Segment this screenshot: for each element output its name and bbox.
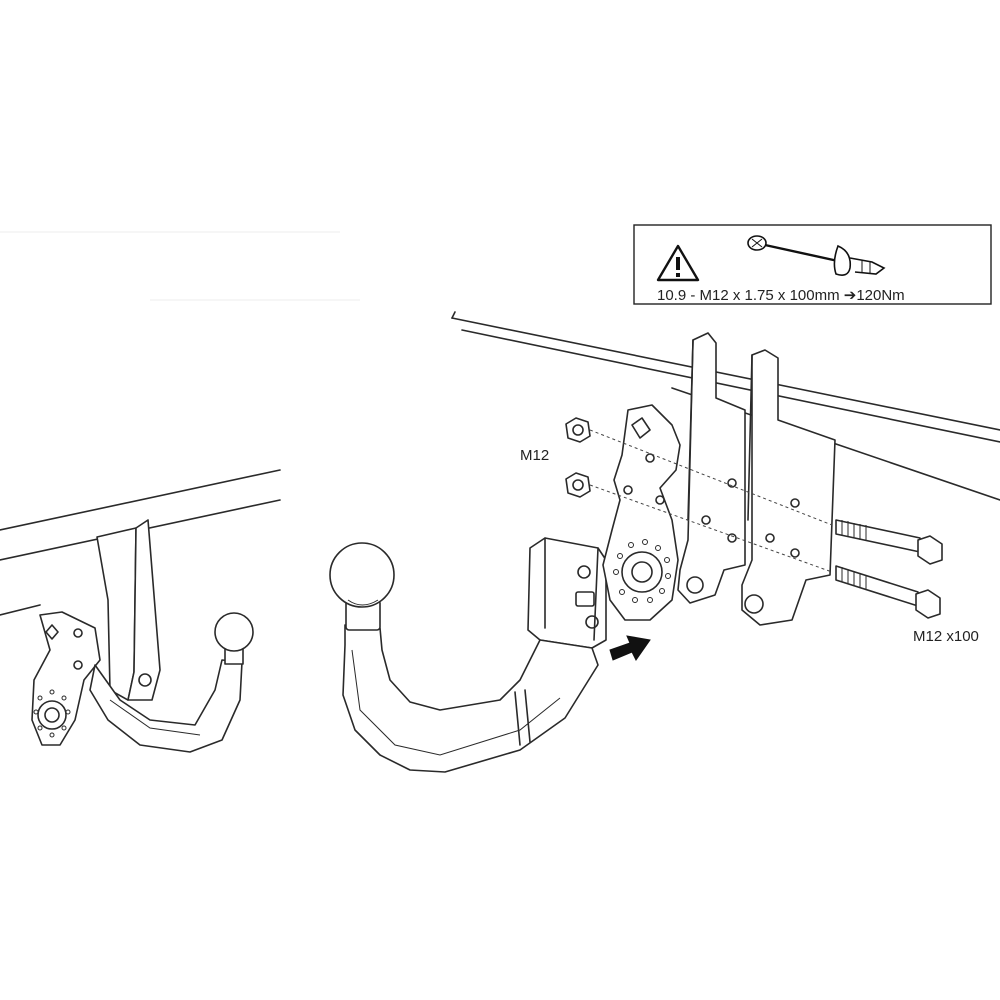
- warning-triangle-icon: [656, 244, 700, 282]
- m12-bolt-bottom: [835, 565, 941, 619]
- detachable-towbar-arm: [329, 537, 607, 773]
- tow-ball: [329, 542, 395, 608]
- mounting-bracket-inner: [677, 332, 746, 604]
- left-towbar-arm: [89, 659, 243, 753]
- torque-wrench-icon: [747, 235, 886, 276]
- direction-arrow-icon: [609, 635, 651, 661]
- background-ghost-lines: [0, 231, 360, 301]
- assembled-towbar-view: [0, 469, 281, 753]
- m12-nut-bottom: [565, 472, 591, 498]
- arm-neck: [342, 624, 599, 773]
- chassis-assembly: [451, 311, 1000, 626]
- m12-bolt-top: [835, 519, 943, 565]
- torque-spec-text: 10.9 - M12 x 1.75 x 100mm ➔120Nm: [657, 287, 905, 304]
- alignment-lines: [589, 429, 833, 573]
- nut-label: M12: [520, 447, 549, 464]
- left-tow-ball: [214, 612, 254, 652]
- m12-nut-top: [565, 417, 591, 443]
- mounting-bracket-outer: [741, 349, 836, 626]
- left-bracket-a: [96, 527, 137, 701]
- left-swivel-plate: [31, 611, 101, 746]
- bolt-label: M12 x100: [913, 628, 979, 645]
- torque-spec-box: 10.9 - M12 x 1.75 x 100mm ➔120Nm: [633, 224, 992, 305]
- swivel-plate-holes: [613, 539, 671, 603]
- left-bracket-b: [127, 519, 161, 701]
